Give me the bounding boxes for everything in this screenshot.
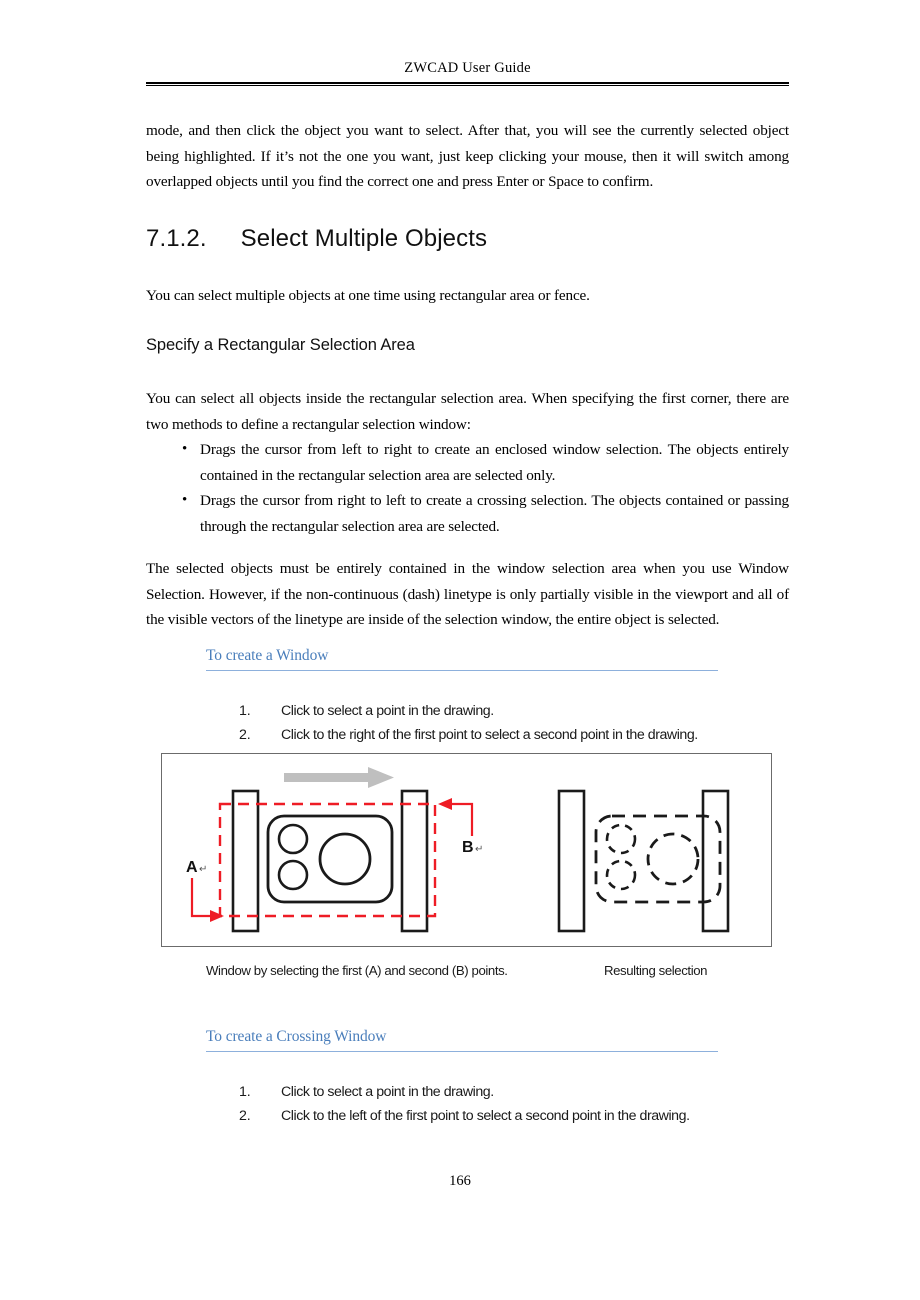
selected-small-hole-bottom	[605, 859, 637, 891]
procedure-window-steps: 1. Click to select a point in the drawin…	[239, 699, 698, 747]
procedure-crossing-rule	[206, 1051, 718, 1052]
step-number: 2.	[239, 727, 251, 743]
drag-direction-arrow-icon	[284, 767, 394, 788]
paragraph-1: You can select all objects inside the re…	[146, 390, 789, 433]
paragraph-2-block: The selected objects must be entirely co…	[146, 556, 789, 633]
section-number: 7.1.2.	[146, 225, 207, 252]
section-heading-block: 7.1.2. Select Multiple Objects	[146, 225, 789, 253]
selected-rounded-plate-shape	[594, 814, 722, 904]
rectangular-area-subheading: Specify a Rectangular Selection Area	[146, 336, 415, 354]
header-rule-thin	[146, 85, 789, 86]
selection-methods-list: • Drags the cursor from left to right to…	[146, 437, 789, 539]
step-text: Click to select a point in the drawing.	[281, 1084, 494, 1100]
paragraph-2: The selected objects must be entirely co…	[146, 560, 789, 628]
intro-paragraph-block: mode, and then click the object you want…	[146, 118, 789, 195]
procedure-window-heading: To create a Window	[206, 647, 329, 664]
figure-captions: Window by selecting the first (A) and se…	[161, 963, 772, 985]
section-title: Select Multiple Objects	[240, 225, 488, 252]
list-item: 1. Click to select a point in the drawin…	[239, 1080, 690, 1104]
list-item: • Drags the cursor from right to left to…	[146, 488, 789, 539]
bullet-icon: •	[182, 492, 188, 508]
large-hole	[318, 832, 372, 886]
small-hole-bottom	[277, 859, 309, 891]
figure-caption-right: Resulting selection	[604, 963, 708, 978]
small-hole-top	[277, 823, 309, 855]
procedure-window-rule	[206, 670, 718, 671]
bullet-list-block: • Drags the cursor from left to right to…	[146, 437, 789, 539]
header-title: ZWCAD User Guide	[404, 60, 531, 76]
section-heading: 7.1.2. Select Multiple Objects	[146, 225, 789, 253]
paragraph-1-block: You can select all objects inside the re…	[146, 386, 789, 437]
point-b-marker	[438, 798, 474, 836]
point-a-marker	[190, 878, 224, 922]
list-item: 2. Click to the right of the first point…	[239, 723, 698, 747]
step-text: Click to the right of the first point to…	[281, 727, 698, 743]
step-text: Click to select a point in the drawing.	[281, 703, 494, 719]
procedure-crossing-heading-block: To create a Crossing Window	[206, 1028, 718, 1052]
point-a-label: A	[186, 859, 198, 876]
section-intro-block: You can select multiple objects at one t…	[146, 283, 789, 309]
step-text: Click to the left of the first point to …	[281, 1108, 690, 1124]
result-left-vertical-bar	[557, 789, 586, 933]
intro-paragraph: mode, and then click the object you want…	[146, 122, 789, 190]
right-vertical-bar	[400, 789, 429, 933]
selection-window-rectangle	[218, 802, 437, 918]
figure-caption-left: Window by selecting the first (A) and se…	[206, 963, 508, 978]
page-header: ZWCAD User Guide	[146, 60, 789, 86]
procedure-crossing-steps: 1. Click to select a point in the drawin…	[239, 1080, 690, 1128]
list-item: 1. Click to select a point in the drawin…	[239, 699, 698, 723]
window-selection-diagram: A ↵ B ↵	[186, 767, 730, 933]
list-item: 2. Click to the left of the first point …	[239, 1104, 690, 1128]
list-item-text: Drags the cursor from left to right to c…	[200, 441, 789, 484]
point-b-pilcrow-icon: ↵	[475, 844, 483, 855]
subheading-block: Specify a Rectangular Selection Area	[146, 336, 789, 355]
selected-small-hole-top	[605, 823, 637, 855]
list-item: • Drags the cursor from left to right to…	[146, 437, 789, 488]
page-number: 166	[449, 1173, 471, 1189]
selected-large-hole	[646, 832, 700, 886]
procedure-crossing-heading: To create a Crossing Window	[206, 1028, 387, 1045]
point-a-pilcrow-icon: ↵	[199, 864, 207, 875]
step-number: 2.	[239, 1108, 251, 1124]
procedure-window-heading-block: To create a Window	[206, 647, 718, 671]
window-selection-figure: A ↵ B ↵	[161, 753, 772, 947]
header-rule-thick	[146, 82, 789, 84]
step-number: 1.	[239, 1084, 251, 1100]
list-item-text: Drags the cursor from right to left to c…	[200, 492, 789, 535]
bullet-icon: •	[182, 441, 188, 457]
step-number: 1.	[239, 703, 251, 719]
point-b-label: B	[462, 839, 474, 856]
section-intro: You can select multiple objects at one t…	[146, 287, 590, 304]
result-right-vertical-bar	[701, 789, 730, 933]
left-vertical-bar	[231, 789, 260, 933]
